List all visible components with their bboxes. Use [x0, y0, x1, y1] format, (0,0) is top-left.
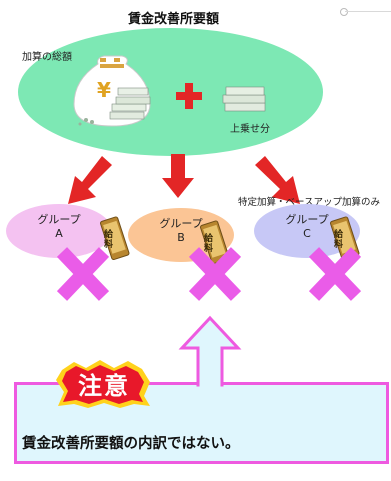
caution-badge-icon: [56, 360, 150, 408]
decorative-line: [345, 11, 391, 12]
group-c-letter: C: [303, 227, 311, 240]
total-amount-ellipse: [18, 28, 323, 156]
group-b-name: グループ: [159, 217, 203, 230]
cross-icon-c: [308, 247, 362, 301]
group-a-name: グループ: [37, 213, 81, 226]
cross-icon-a: [56, 247, 110, 301]
yen-symbol: ¥: [97, 78, 111, 102]
arrow-to-group-c: [255, 156, 300, 204]
diagram-title: 賃金改善所要額: [127, 12, 219, 27]
arrow-to-group-a: [68, 156, 112, 204]
decorative-dot: [340, 8, 348, 16]
cross-icon-b: [188, 247, 242, 301]
caution-label: 注意: [78, 372, 130, 400]
group-a-letter: A: [55, 227, 63, 240]
total-label: 加算の総額: [22, 52, 72, 63]
group-b-letter: B: [177, 231, 185, 244]
group-c-name: グループ: [285, 213, 329, 226]
salary-envelope-a-icon: [100, 216, 130, 261]
specific-note: 特定加算・ベースアップ加算のみ: [238, 197, 381, 208]
extra-label: 上乗せ分: [230, 124, 270, 135]
salary-label-b: 給料: [204, 234, 214, 254]
salary-label-c: 給料: [334, 230, 344, 250]
salary-envelope-b-icon: [200, 220, 230, 265]
group-a-ellipse: グループ A: [6, 204, 112, 258]
callout-message: 賃金改善所要額の内訳ではない。: [22, 436, 240, 452]
arrow-to-group-b: [162, 154, 194, 198]
salary-label-a: 給料: [104, 230, 114, 250]
